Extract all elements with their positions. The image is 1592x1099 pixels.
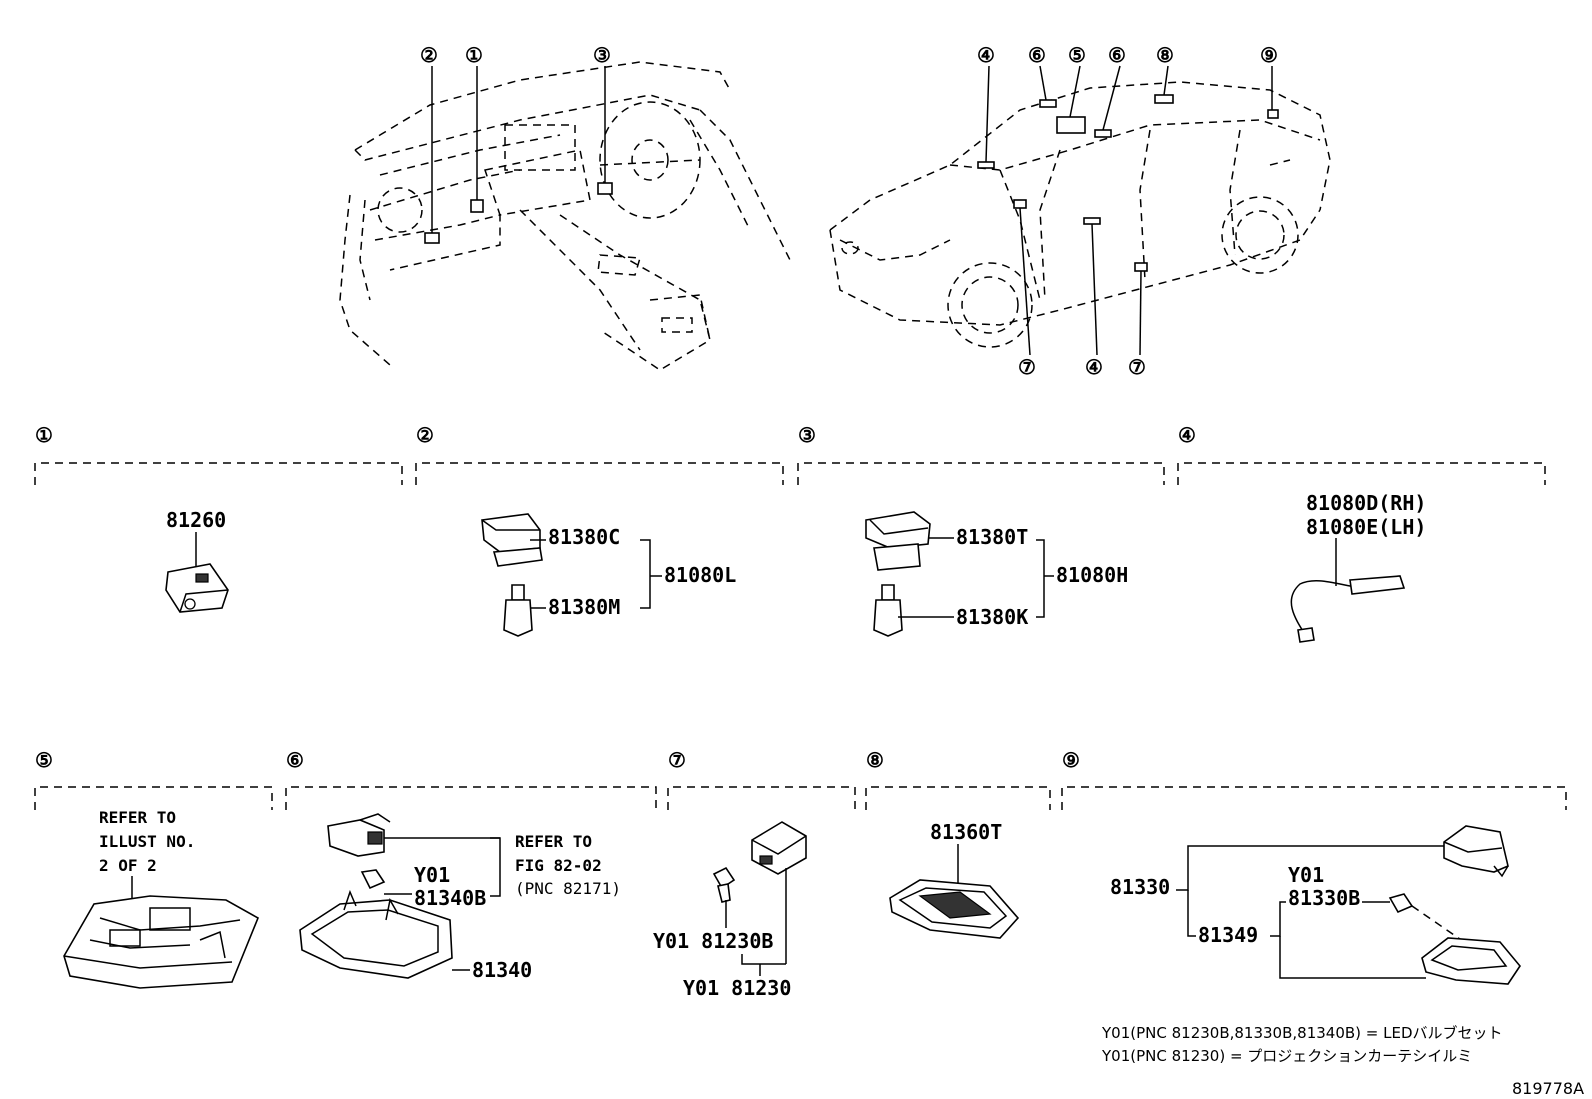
figure-id: 819778A bbox=[1512, 1079, 1584, 1098]
section-1-callout: ① bbox=[35, 423, 53, 447]
section-2-callout: ② bbox=[416, 423, 434, 447]
section-7: Y01 81230B Y01 81230 bbox=[653, 821, 807, 1000]
refer-text-2: ILLUST NO. bbox=[99, 832, 195, 851]
part-number-rh: 81080D(RH) bbox=[1306, 491, 1426, 515]
section-6-callout: ⑥ bbox=[286, 748, 304, 772]
part-number-lh: 81080E(LH) bbox=[1306, 515, 1426, 539]
section-4: 81080D(RH) 81080E(LH) bbox=[1290, 491, 1426, 643]
assembly-number: 81080H bbox=[1056, 563, 1128, 587]
section-9: 81330 Y01 81330B 81349 bbox=[1110, 825, 1521, 985]
assembly-number: 81330 bbox=[1110, 875, 1170, 899]
note-line-1: Y01(PNC 81230B,81330B,81340B) = LEDバルブセッ… bbox=[1101, 1024, 1503, 1042]
y01-tag: Y01 bbox=[414, 863, 450, 887]
section-brackets-row1: ① ② ③ ④ bbox=[34, 423, 1546, 485]
callout: ⑥ bbox=[1108, 43, 1126, 67]
part-number-bottom: 81380K bbox=[956, 605, 1028, 629]
section-5: REFER TO ILLUST NO. 2 OF 2 bbox=[63, 808, 260, 989]
part-number-sub: 81349 bbox=[1198, 923, 1258, 947]
refer-text-1: REFER TO bbox=[515, 832, 592, 851]
part-number: 81360T bbox=[930, 820, 1002, 844]
callout: ⑧ bbox=[1156, 43, 1174, 67]
section-9-callout: ⑨ bbox=[1062, 748, 1080, 772]
car-illustration bbox=[829, 65, 1331, 356]
callout: ⑨ bbox=[1260, 43, 1278, 67]
assembly-number: 81080L bbox=[664, 563, 736, 587]
section-1: 81260 bbox=[165, 508, 229, 613]
dashboard-illustration bbox=[339, 61, 791, 371]
callout: ⑦ bbox=[1128, 355, 1146, 379]
part-number-top: 81380T bbox=[956, 525, 1028, 549]
section-3-callout: ③ bbox=[798, 423, 816, 447]
refer-text-3: 2 OF 2 bbox=[99, 856, 157, 875]
part-number-bottom: 81380M bbox=[548, 595, 620, 619]
section-4-callout: ④ bbox=[1178, 423, 1196, 447]
part-number-assembly: Y01 81230 bbox=[683, 976, 791, 1000]
callout: ⑥ bbox=[1028, 43, 1046, 67]
section-brackets-row2: ⑤ ⑥ ⑦ ⑧ ⑨ bbox=[34, 748, 1567, 810]
callout: ④ bbox=[1085, 355, 1103, 379]
part-number-bulb: Y01 81230B bbox=[653, 929, 773, 953]
callout: ⑦ bbox=[1018, 355, 1036, 379]
refer-text-1: REFER TO bbox=[99, 808, 176, 827]
section-5-callout: ⑤ bbox=[35, 748, 53, 772]
refer-text-2: FIG 82-02 bbox=[515, 856, 602, 875]
callout: ③ bbox=[593, 43, 611, 67]
section-8: 81360T bbox=[889, 820, 1020, 939]
part-number-bulb: 81330B bbox=[1288, 886, 1360, 910]
y01-tag: Y01 bbox=[1288, 863, 1324, 887]
refer-text-3: (PNC 82171) bbox=[515, 879, 621, 898]
callout: ② bbox=[420, 43, 438, 67]
callout: ④ bbox=[977, 43, 995, 67]
callout: ① bbox=[465, 43, 483, 67]
callout: ⑤ bbox=[1068, 43, 1086, 67]
section-3: 81380T 81380K 81080H bbox=[865, 511, 1128, 637]
note-line-2: Y01(PNC 81230) = プロジェクションカーテシイルミ bbox=[1101, 1047, 1472, 1065]
part-number-top: 81380C bbox=[548, 525, 620, 549]
part-number-bulb: 81340B bbox=[414, 886, 486, 910]
section-8-callout: ⑧ bbox=[866, 748, 884, 772]
part-number: 81260 bbox=[166, 508, 226, 532]
notes: Y01(PNC 81230B,81330B,81340B) = LEDバルブセッ… bbox=[1101, 1024, 1584, 1098]
top-callouts: ② ① ③ ④ ⑥ ⑤ ⑥ ⑧ ⑨ ⑦ ④ ⑦ bbox=[420, 43, 1278, 379]
section-6: REFER TO FIG 82-02 (PNC 82171) Y01 81340… bbox=[299, 813, 621, 982]
part-number-lens: 81340 bbox=[472, 958, 532, 982]
section-7-callout: ⑦ bbox=[668, 748, 686, 772]
section-2: 81380C 81380M 81080L bbox=[481, 513, 736, 637]
